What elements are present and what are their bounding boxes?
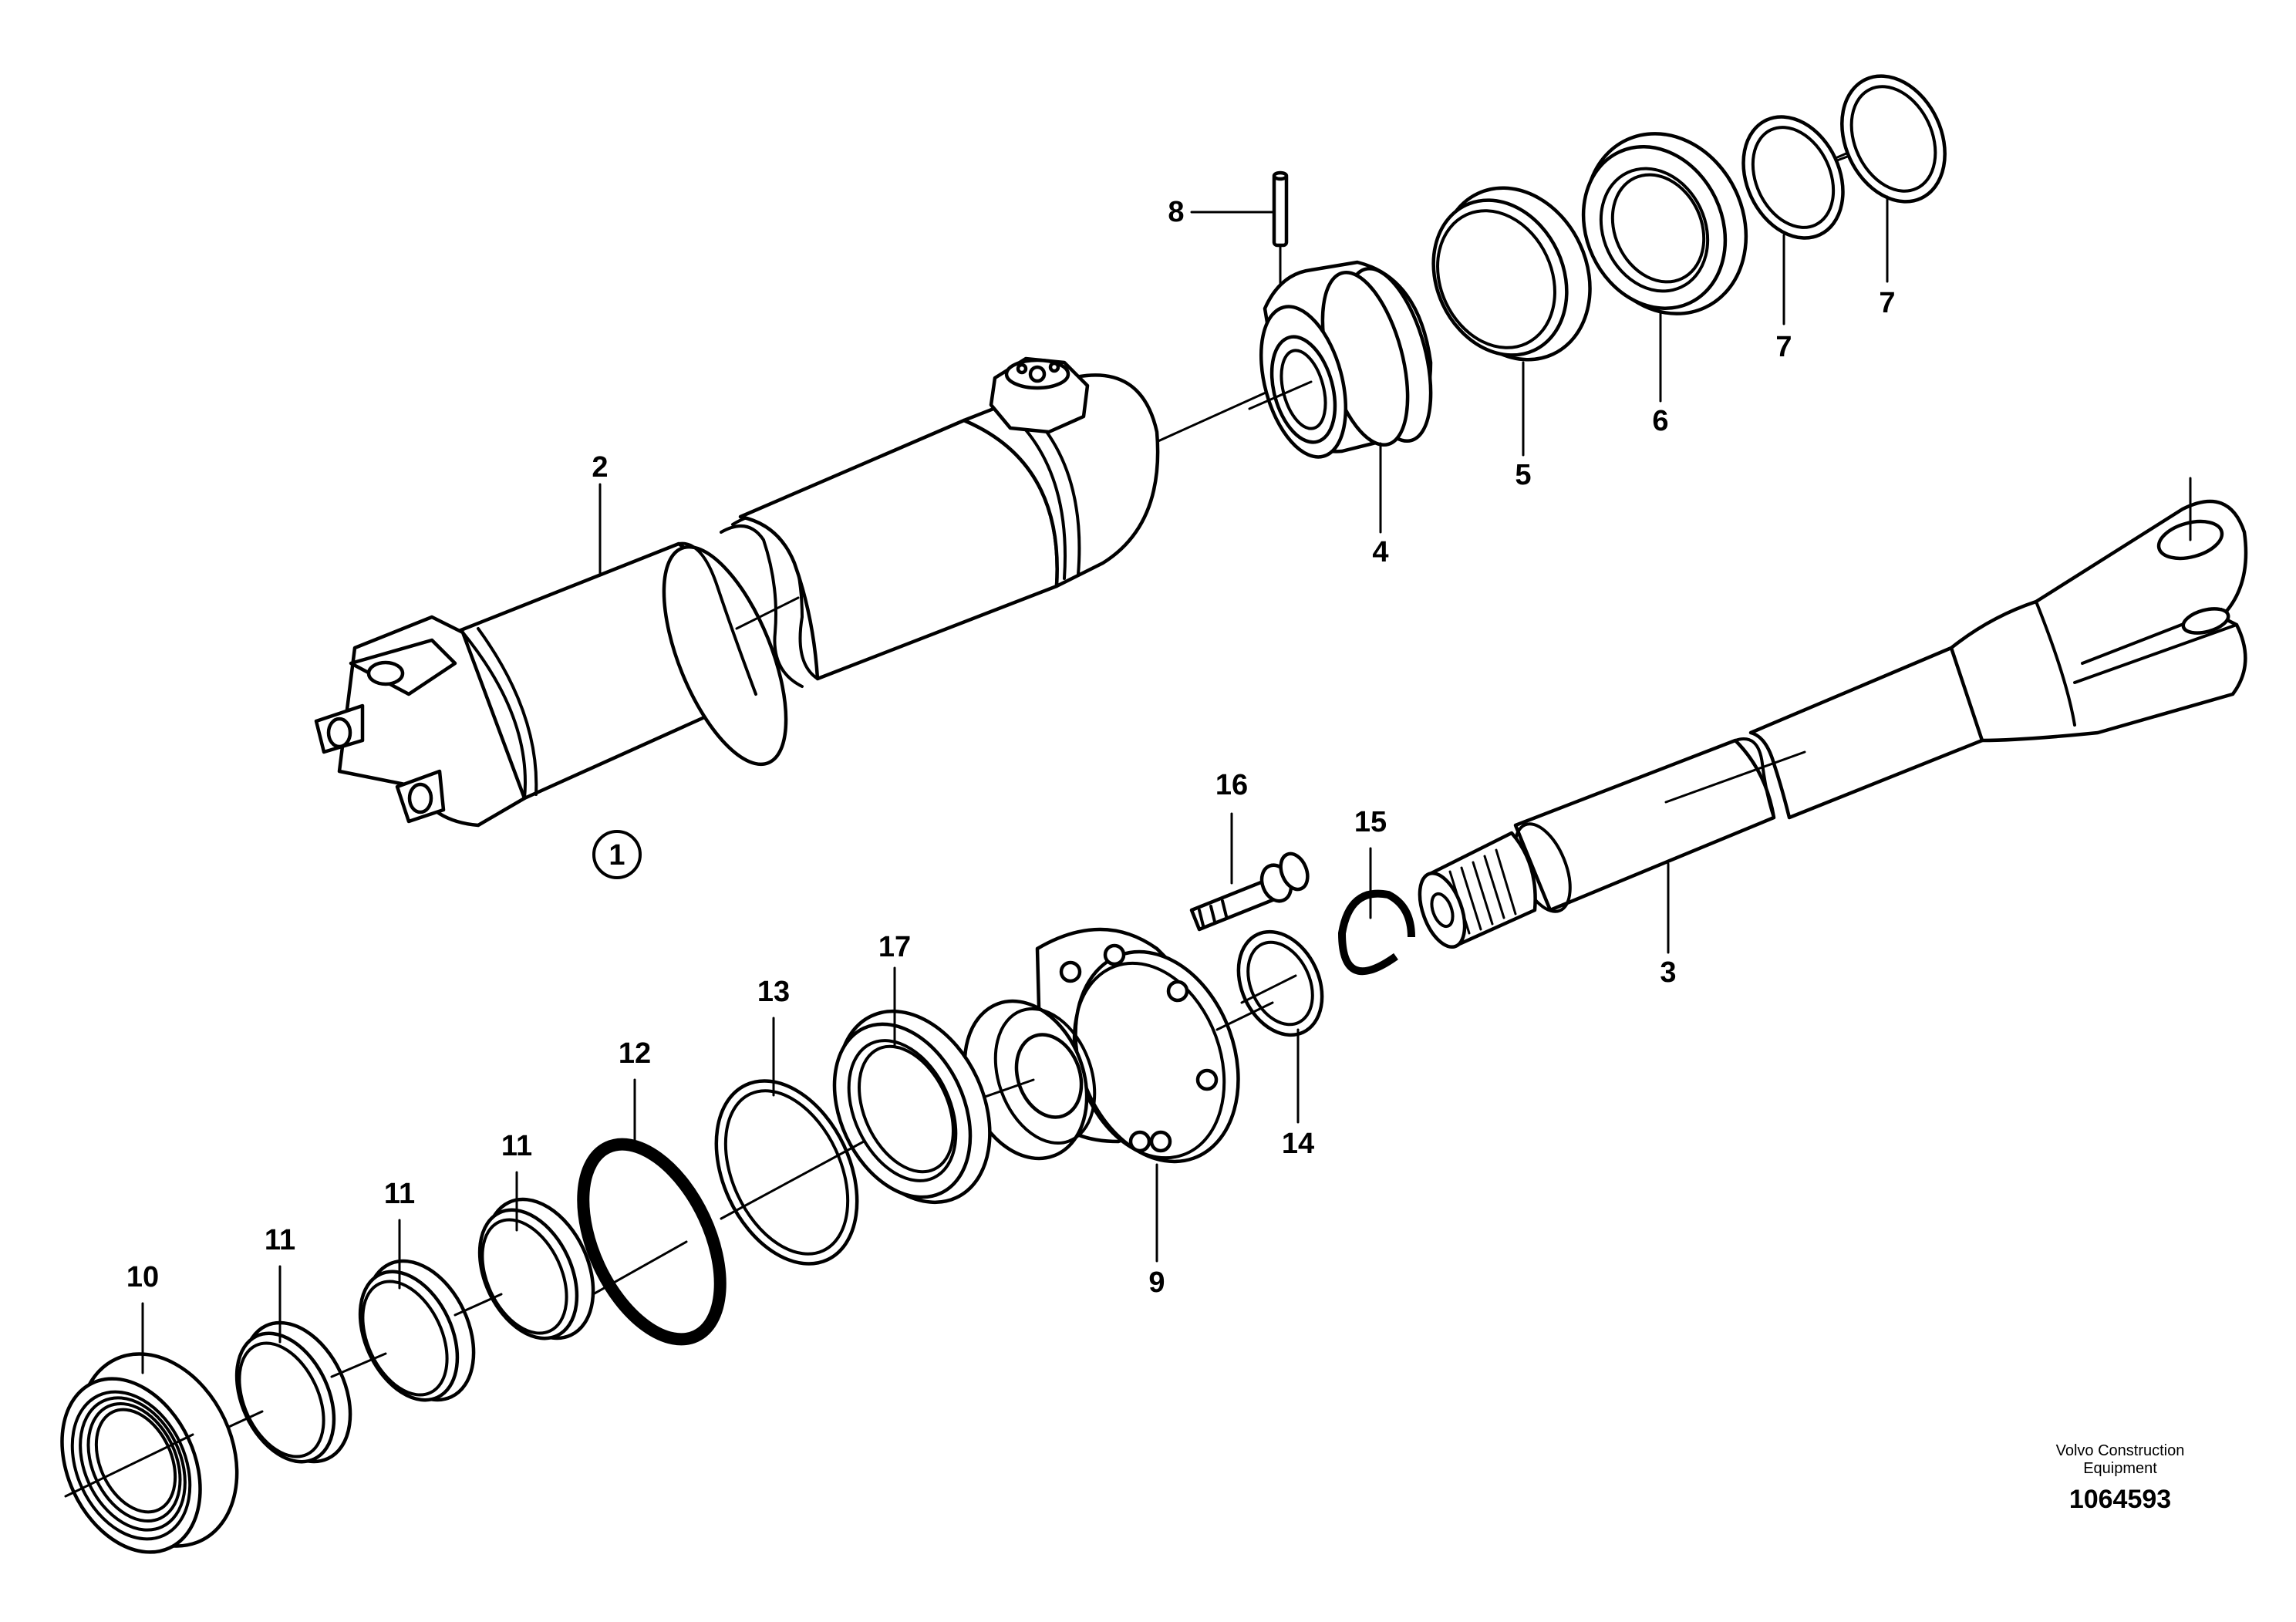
assembly-marker: 1 [592,830,642,879]
callout-12: 12 [619,1037,651,1070]
callout-3: 3 [1660,956,1676,989]
credit-line-2: Equipment [2083,1460,2157,1477]
document-number: 1064593 [2069,1485,2171,1514]
callout-7-b: 7 [1879,287,1895,319]
callout-11-c: 11 [501,1130,532,1162]
callout-10: 10 [126,1261,159,1293]
wear-ring-part [714,1079,859,1266]
callout-5: 5 [1515,459,1531,491]
callout-11-b: 11 [384,1178,415,1210]
seal-ring-part-a [1741,115,1845,240]
assembly-marker-number: 1 [609,839,625,872]
callout-7-a: 7 [1775,331,1792,363]
callout-14: 14 [1282,1128,1314,1160]
guide-ring-part [1431,186,1592,362]
bolt-part [1189,851,1310,932]
callout-15: 15 [1354,806,1387,838]
cylinder-tube-rear [314,541,788,828]
snap-ring-part [1337,889,1415,976]
cylinder-tube-front [738,356,1160,681]
backup-ring-part [1236,929,1324,1037]
callout-13: 13 [757,976,790,1008]
callout-2: 2 [592,451,608,484]
lower-axis-line-f [453,1293,503,1317]
guide-ring-lower-c [477,1197,595,1340]
piston-seal-part [832,1009,992,1205]
lower-axis-line-a [1215,1001,1274,1031]
guide-ring-lower-b [358,1259,476,1402]
callout-6: 6 [1652,405,1668,437]
seal-ring-part-b [1840,74,1947,204]
callout-16: 16 [1215,769,1248,801]
piston-part [963,927,1240,1164]
callout-4: 4 [1372,536,1388,568]
cylinder-head-part [1248,260,1433,459]
piston-rod-part [1418,477,2248,949]
rod-seal-part [1581,132,1748,315]
callout-17: 17 [878,931,911,963]
lower-axis-line-e [330,1352,387,1378]
lower-axis-line-d [720,1140,865,1220]
callout-11-a: 11 [265,1224,295,1256]
o-ring-part [577,1138,727,1346]
leader-lines [141,195,1889,1374]
guide-ring-lower-a [234,1320,352,1464]
callout-9: 9 [1148,1266,1165,1299]
piston-nut-part [60,1352,239,1554]
callout-8: 8 [1168,196,1184,228]
credit-line-1: Volvo Construction [2056,1442,2185,1459]
upper-axis-line-a [1151,388,1274,445]
